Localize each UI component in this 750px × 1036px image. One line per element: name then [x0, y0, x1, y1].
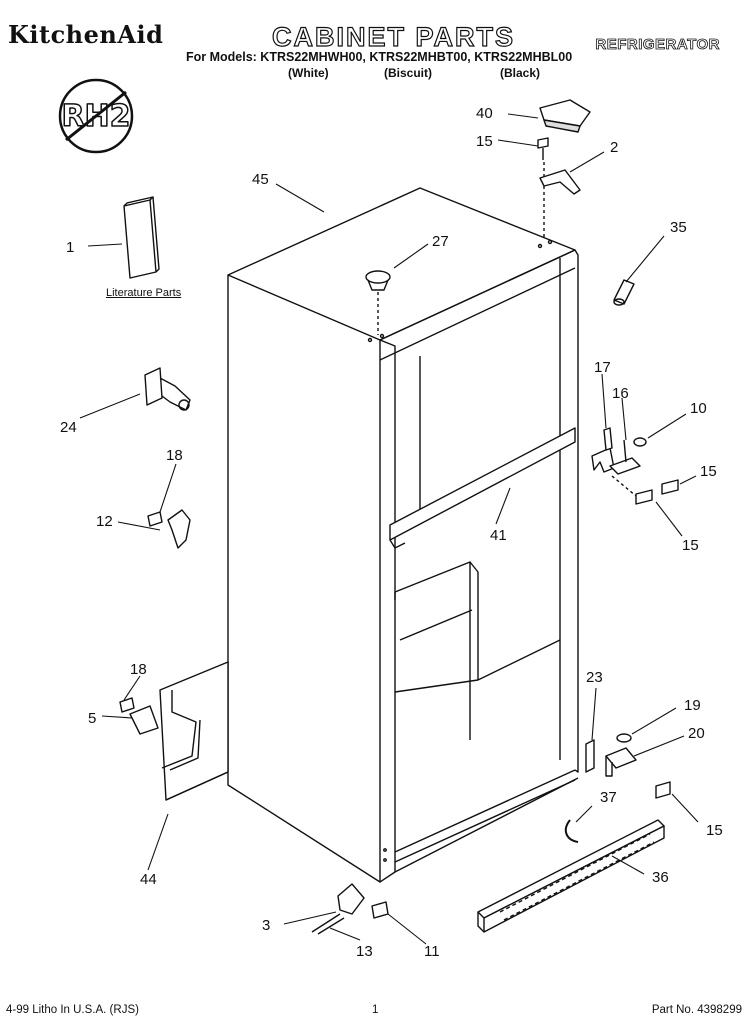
callout-15-mid: 15: [682, 537, 699, 554]
callout-35: 35: [670, 219, 687, 236]
color-white: (White): [288, 66, 329, 80]
washer-10: [633, 437, 647, 447]
callout-12: 12: [96, 513, 113, 530]
leader-lines: [79, 113, 699, 945]
callout-24: 24: [60, 419, 77, 436]
callout-16: 16: [612, 385, 629, 402]
top-hinge-2: [539, 169, 581, 195]
callout-36: 36: [652, 869, 669, 886]
washer-19: [616, 733, 632, 743]
spacer-23: [585, 739, 595, 773]
models-line: For Models: KTRS22MHWH00, KTRS22MHBT00, …: [186, 50, 573, 64]
hinge-shim-44: [159, 661, 229, 801]
callout-41: 41: [490, 527, 507, 544]
stop-24: [144, 367, 191, 411]
cross-rail: [389, 427, 576, 549]
screw-11: [371, 901, 389, 919]
callout-45: 45: [252, 171, 269, 188]
callout-17: 17: [594, 359, 611, 376]
callout-18-low: 18: [130, 661, 147, 678]
callout-15-top: 15: [476, 133, 493, 150]
door-stop-5: [119, 697, 159, 735]
refrigerator-cabinet: [227, 187, 579, 883]
callout-11: 11: [424, 943, 440, 960]
callout-13: 13: [356, 943, 373, 960]
footer-page-number: 1: [372, 1004, 379, 1016]
page-title: CABINET PARTS: [271, 21, 516, 52]
hinge-pin-16: [609, 439, 641, 475]
callout-15-right: 15: [700, 463, 717, 480]
toe-grille-36: [477, 819, 665, 933]
door-stop-12: [147, 509, 191, 549]
callout-2: 2: [610, 139, 618, 156]
callout-44: 44: [140, 871, 157, 888]
top-cap-40: [539, 99, 591, 133]
plug-27: [365, 270, 391, 335]
screw-15-low: [655, 781, 671, 799]
callout-27: 27: [432, 233, 449, 250]
clip-37: [564, 819, 579, 843]
callout-18-top: 18: [166, 447, 183, 464]
footer-part-number: Part No. 4398299: [651, 1004, 742, 1016]
appliance-label: REFRIGERATOR: [595, 36, 720, 54]
callout-15-low: 15: [706, 822, 723, 839]
bottom-hinge-20: [605, 747, 637, 777]
screw-15-mid: [611, 475, 679, 505]
callout-23: 23: [586, 669, 603, 686]
center-hinge-17: [591, 427, 615, 473]
screw-13: [311, 913, 345, 935]
color-black: (Black): [500, 66, 541, 80]
footer-litho: 4-99 Litho In U.S.A. (RJS): [6, 1004, 139, 1016]
callout-19: 19: [684, 697, 701, 714]
screw-15-top: [537, 137, 549, 240]
callout-20: 20: [688, 725, 705, 742]
leveler-3: [337, 883, 365, 915]
literature-parts-label: Literature Parts: [106, 287, 182, 299]
callout-numbers: 1 2 3 5 10 11 12 13 15 15 15 15 16 17 18…: [60, 105, 723, 960]
callout-3: 3: [262, 917, 270, 934]
callout-1: 1: [66, 239, 74, 256]
callout-40: 40: [476, 105, 493, 122]
callout-5: 5: [88, 710, 96, 727]
color-biscuit: (Biscuit): [384, 66, 432, 80]
callout-10: 10: [690, 400, 707, 417]
callout-37: 37: [600, 789, 617, 806]
rh2-badge: RH2: [58, 78, 134, 154]
bracket-35: [613, 279, 635, 306]
brand-logo: KitchenAid: [8, 20, 164, 49]
literature-booklet: [123, 196, 160, 279]
